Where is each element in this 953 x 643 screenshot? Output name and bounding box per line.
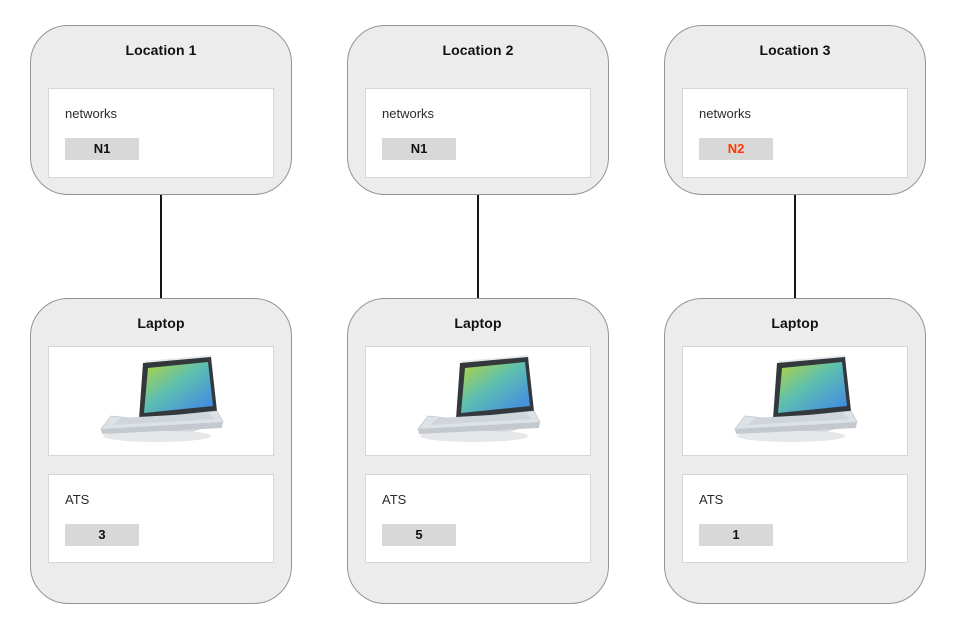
ats-badge[interactable]: 5 xyxy=(382,524,456,546)
laptop-image-panel xyxy=(682,346,908,456)
connector-line xyxy=(794,195,796,298)
location-title: Location 2 xyxy=(442,42,514,58)
diagram-column-1: Location 1 networks N1 Laptop xyxy=(30,25,292,604)
location-node-1[interactable]: Location 1 networks N1 xyxy=(30,25,292,195)
networks-label: networks xyxy=(699,106,752,121)
network-badge[interactable]: N2 xyxy=(699,138,773,160)
ats-panel: ATS 1 xyxy=(682,474,908,563)
laptop-icon xyxy=(417,355,541,442)
ats-label: ATS xyxy=(699,492,724,507)
laptop-image-panel xyxy=(365,346,591,456)
ats-badge[interactable]: 3 xyxy=(65,524,139,546)
ats-badge[interactable]: 1 xyxy=(699,524,773,546)
laptop-icon xyxy=(100,355,224,442)
ats-panel: ATS 3 xyxy=(48,474,274,563)
ats-label: ATS xyxy=(382,492,407,507)
networks-panel: networks N1 xyxy=(48,88,274,178)
location-node-2[interactable]: Location 2 networks N1 xyxy=(347,25,609,195)
ats-label: ATS xyxy=(65,492,90,507)
location-node-3[interactable]: Location 3 networks N2 xyxy=(664,25,926,195)
location-title: Location 3 xyxy=(759,42,831,58)
diagram-column-2: Location 2 networks N1 Laptop xyxy=(347,25,609,604)
networks-panel: networks N1 xyxy=(365,88,591,178)
laptop-node-3[interactable]: Laptop xyxy=(664,298,926,604)
diagram-column-3: Location 3 networks N2 Laptop xyxy=(664,25,926,604)
ats-panel: ATS 5 xyxy=(365,474,591,563)
connector-line xyxy=(160,195,162,298)
laptop-image-panel xyxy=(48,346,274,456)
connector-line xyxy=(477,195,479,298)
laptop-node-2[interactable]: Laptop xyxy=(347,298,609,604)
network-badge[interactable]: N1 xyxy=(382,138,456,160)
laptop-node-1[interactable]: Laptop xyxy=(30,298,292,604)
location-title: Location 1 xyxy=(125,42,197,58)
networks-label: networks xyxy=(382,106,435,121)
laptop-icon xyxy=(734,355,858,442)
laptop-title: Laptop xyxy=(771,315,819,331)
network-badge[interactable]: N1 xyxy=(65,138,139,160)
laptop-title: Laptop xyxy=(137,315,185,331)
networks-label: networks xyxy=(65,106,118,121)
networks-panel: networks N2 xyxy=(682,88,908,178)
laptop-title: Laptop xyxy=(454,315,502,331)
